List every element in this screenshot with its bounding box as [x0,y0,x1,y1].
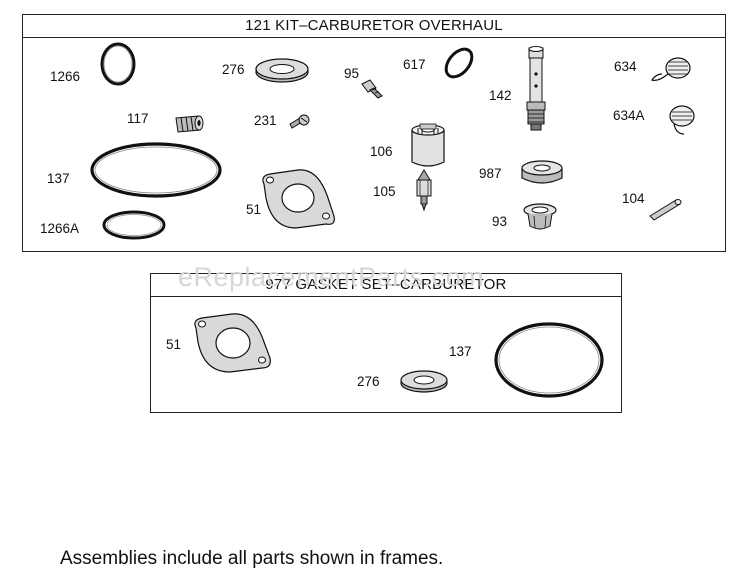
label-104: 104 [622,191,645,206]
kit-frame-title: 121 KIT–CARBURETOR OVERHAUL [23,15,725,38]
label-105: 105 [373,184,396,199]
gasket-51-bottom-icon [194,313,271,373]
gasket-label-137: 137 [449,344,472,359]
o-ring-137-icon [90,142,222,198]
washer-276-icon [255,58,309,83]
bushing-987-icon [521,160,563,184]
watermark: eReplacementParts.com [178,262,485,292]
spring-634-icon [651,57,691,81]
o-ring-137-bottom-icon [494,322,604,398]
o-ring-1266a-icon [102,210,166,240]
needle-105-icon [416,169,432,212]
gasket-frame: 977 GASKET SET–CARBURETOR [150,273,622,413]
o-ring-1266-icon [100,42,136,86]
seat-93-icon [523,203,557,230]
label-137: 137 [47,171,70,186]
kit-frame: 121 KIT–CARBURETOR OVERHAUL [22,14,726,252]
label-1266a: 1266A [40,221,80,236]
o-ring-617-icon [444,47,474,79]
washer-276-bottom-icon [400,370,448,393]
label-142: 142 [489,88,512,103]
label-231: 231 [254,113,277,128]
label-95: 95 [344,66,360,81]
gasket-51-icon [262,169,335,229]
label-106: 106 [370,144,393,159]
label-1266: 1266 [50,69,81,84]
label-93: 93 [492,214,508,229]
gasket-label-51: 51 [166,337,182,352]
label-51: 51 [246,202,262,217]
gasket-label-276: 276 [357,374,380,389]
label-987: 987 [479,166,502,181]
label-276: 276 [222,62,245,77]
label-634: 634 [614,59,637,74]
nozzle-142-icon [526,46,546,131]
insert-117-icon [175,115,204,133]
screw-231-icon [289,114,310,129]
label-617: 617 [403,57,426,72]
screw-95-icon [361,79,383,99]
footer-note: Assemblies include all parts shown in fr… [60,548,444,569]
label-117: 117 [127,111,149,126]
spring-634a-icon [669,105,695,135]
float-106-icon [411,123,445,167]
gasket-frame-title: 977 GASKET SET–CARBURETOR [151,274,621,297]
label-634a: 634A [613,108,645,123]
pin-104-icon [649,199,682,221]
